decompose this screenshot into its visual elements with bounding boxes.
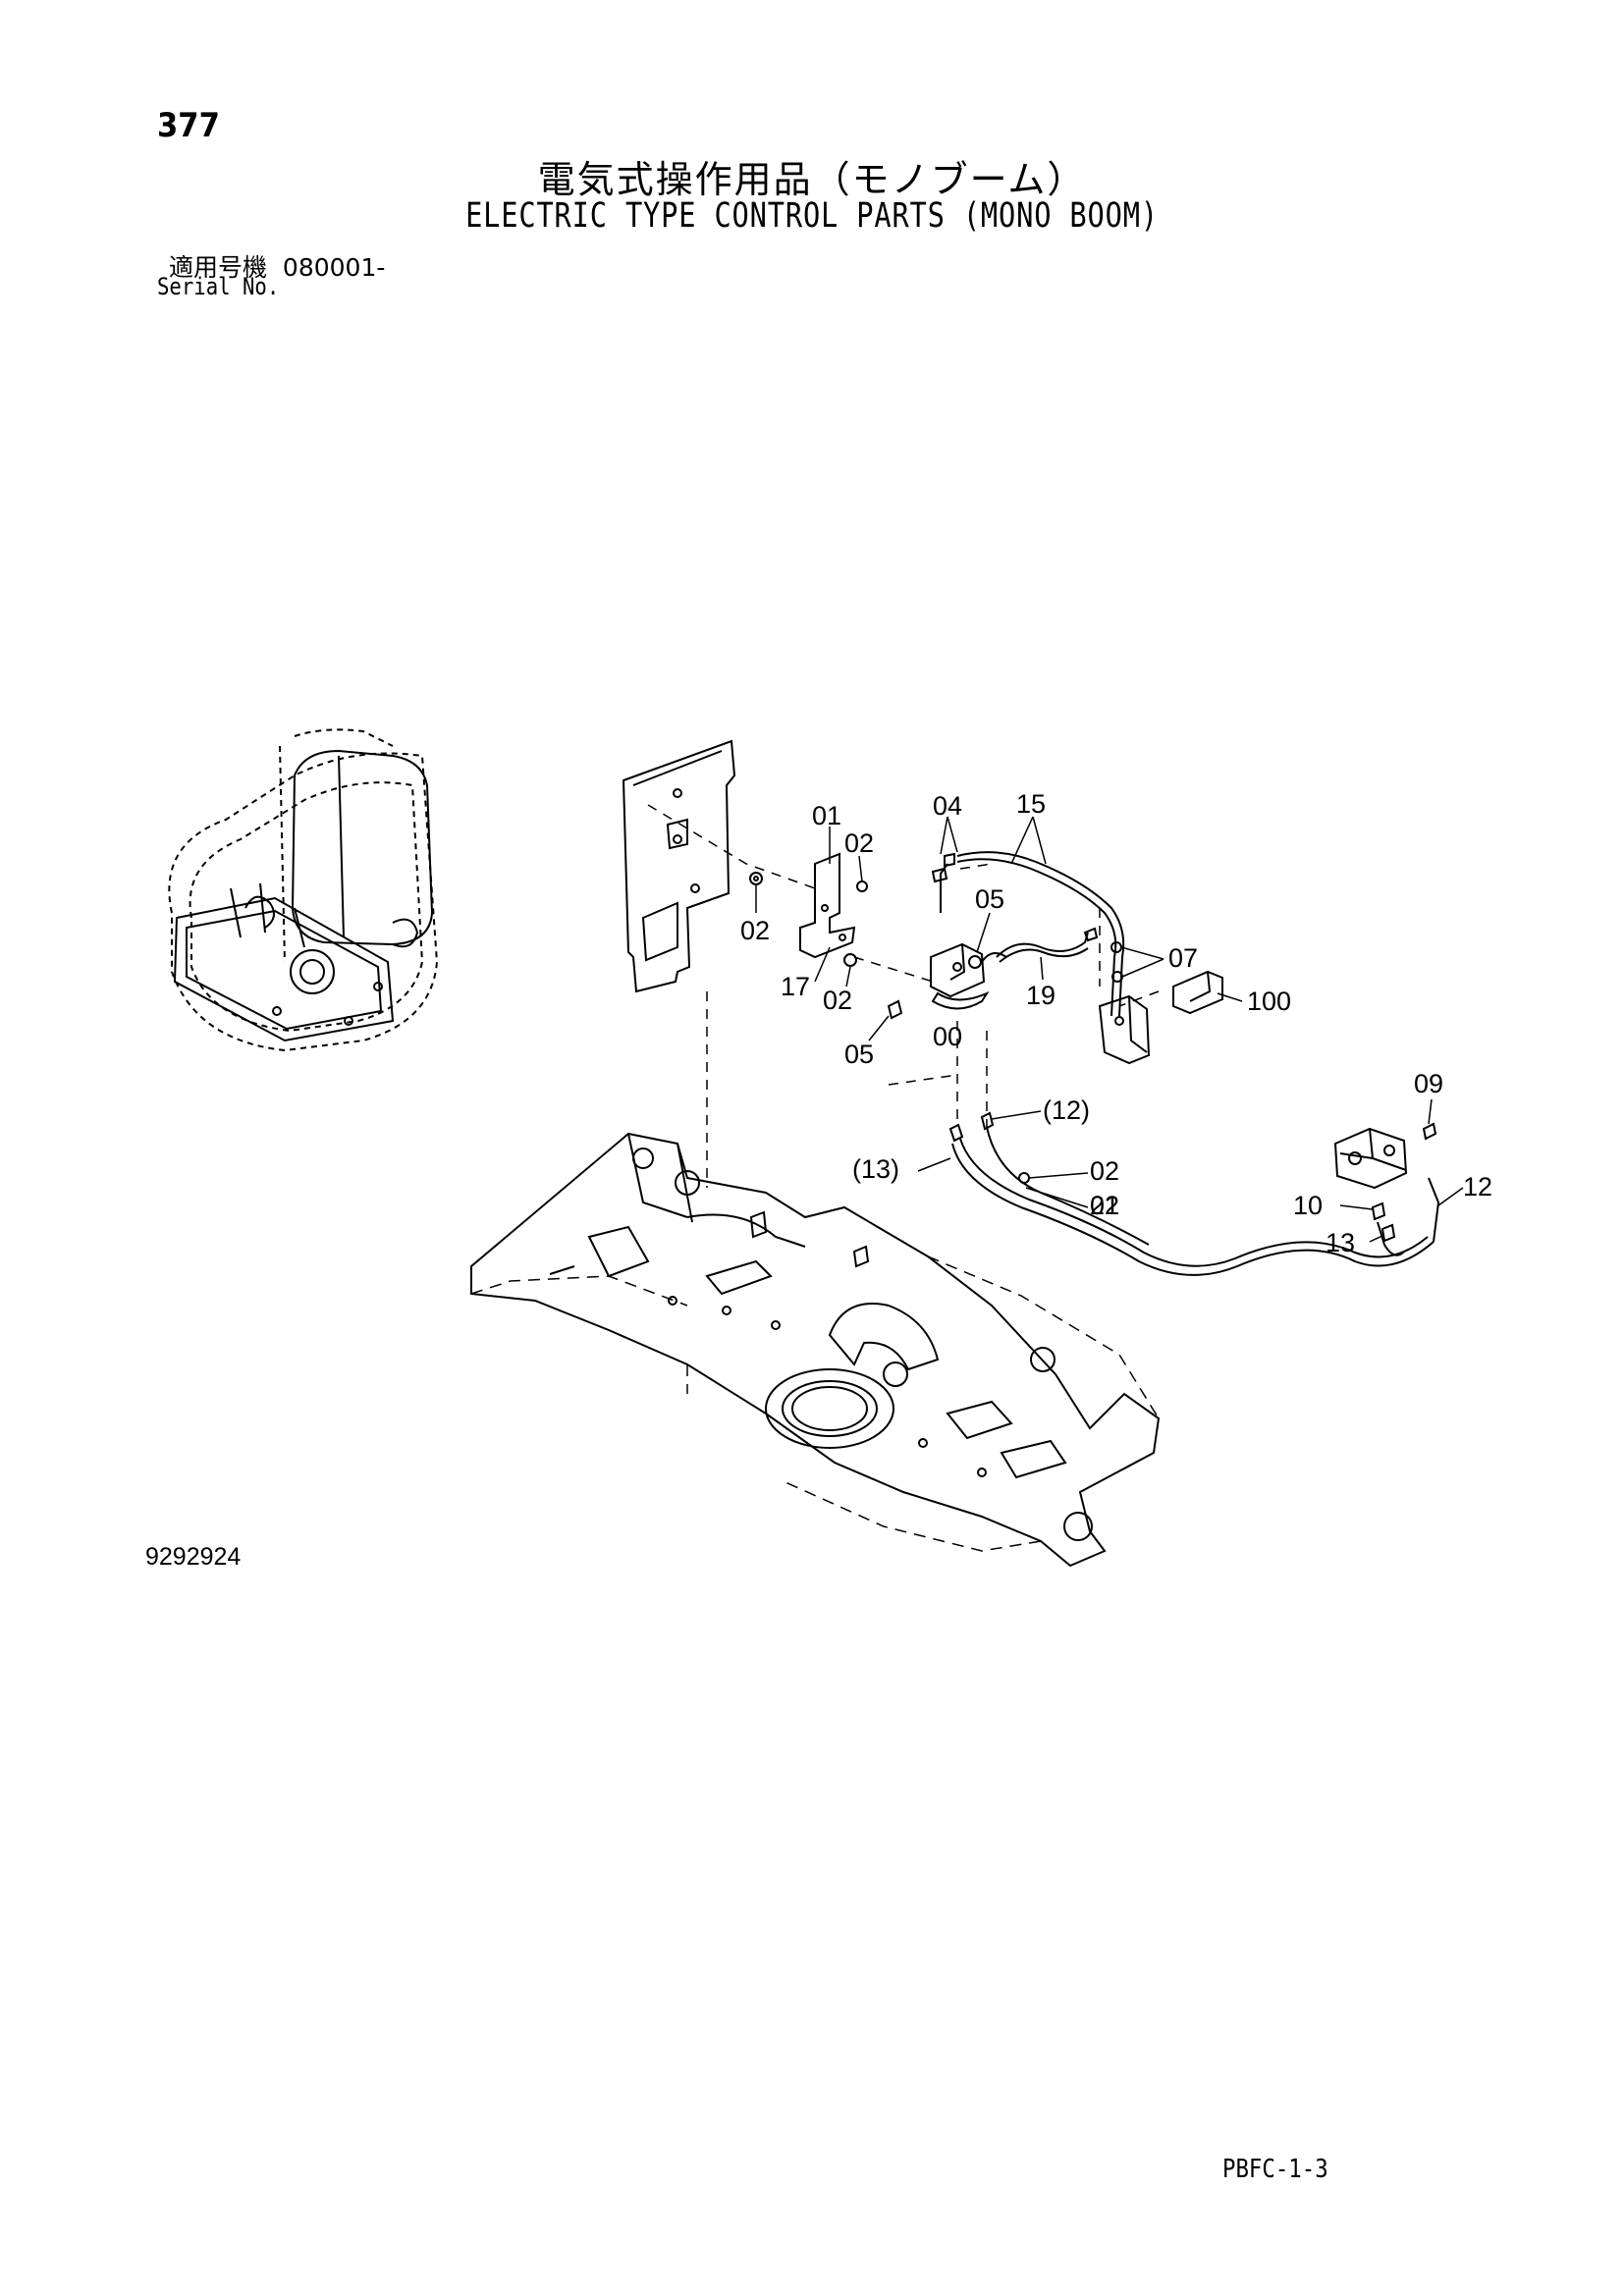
- callout-12: 12: [1463, 1172, 1492, 1201]
- clip-04: [931, 867, 948, 883]
- callout-100: 100: [1247, 987, 1291, 1016]
- callout-02-e: 02: [1090, 1156, 1119, 1186]
- callout-15: 15: [1016, 789, 1046, 819]
- figure-number: 9292924: [145, 1543, 242, 1571]
- callout-labels: 01 02 02 02 02 04 15 05 07 17 19 100 05 …: [740, 789, 1492, 1257]
- clip-05-lower: [887, 999, 903, 1020]
- mounting-bracket: [799, 852, 856, 959]
- page-number: 377: [157, 106, 220, 145]
- callout-19: 19: [1026, 981, 1056, 1010]
- callout-10: 10: [1293, 1191, 1323, 1220]
- page-title-japanese: 電気式操作用品（モノブーム）: [537, 158, 1087, 201]
- serial-value: 080001-: [282, 253, 386, 282]
- page-title-english: ELECTRIC TYPE CONTROL PARTS (MONO BOOM): [465, 196, 1159, 236]
- cable-15: [940, 851, 1125, 1017]
- callout-07: 07: [1168, 943, 1198, 973]
- bolt-02-lower: [843, 953, 857, 967]
- callout-02-c: 02: [823, 986, 852, 1015]
- callout-02-a: 02: [844, 828, 874, 858]
- callout-05-a: 05: [975, 884, 1004, 914]
- frame-hidden-edges: [470, 1255, 1160, 1552]
- callout-02-d: 02: [1090, 1191, 1119, 1220]
- bolt-02-harness: [1018, 1172, 1030, 1184]
- phantom-leader-lines: [647, 804, 1160, 1188]
- control-stand-plate: [622, 739, 736, 993]
- callout-05-b: 05: [844, 1040, 874, 1069]
- upper-frame: [470, 1132, 1161, 1568]
- serial-applicability: 適用号機 080001-: [169, 248, 385, 284]
- cab-inset-illustration: [168, 728, 439, 1052]
- harness-12-13: [948, 1111, 1440, 1276]
- cab-seat-outline: [173, 749, 434, 1042]
- solenoid-switch-assembly: [930, 942, 1007, 1010]
- serial-label-english: Serial No.: [157, 273, 280, 300]
- callout-13: 13: [1326, 1228, 1355, 1257]
- callout-02-b: 02: [740, 916, 770, 945]
- callout-09: 09: [1414, 1069, 1443, 1098]
- bolt-02-upper: [856, 881, 868, 892]
- switch-bracket-100: [1098, 970, 1223, 1065]
- callout-12-ref: (12): [1043, 1095, 1090, 1125]
- connector-assembly: [1333, 1122, 1437, 1243]
- sheet-code: PBFC-1-3: [1222, 2155, 1328, 2184]
- callout-leader-lines: [755, 816, 1464, 1243]
- serial-label-japanese: 適用号機: [169, 253, 268, 282]
- callout-00: 00: [933, 1022, 962, 1051]
- wire-harness-19: [996, 927, 1099, 963]
- bolt-02-left: [749, 872, 763, 885]
- callout-01: 01: [812, 801, 841, 830]
- callout-04: 04: [933, 791, 962, 821]
- callout-17: 17: [781, 972, 810, 1001]
- callout-21: 21: [1090, 1191, 1119, 1220]
- callout-13-ref: (13): [852, 1154, 899, 1184]
